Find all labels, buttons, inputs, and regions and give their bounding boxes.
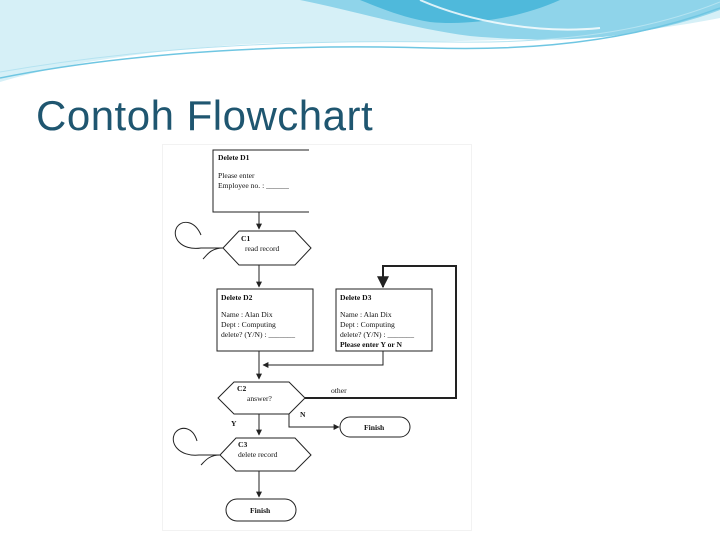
arrow-c2-n-to-finish <box>288 414 340 430</box>
screen-d3-line1: Name : Alan Dix <box>340 310 392 319</box>
wave-line-1 <box>0 7 720 79</box>
c3-loop-tail <box>200 454 221 466</box>
branch-y-label: Y <box>231 419 237 428</box>
process-c3-id: C3 <box>238 440 247 449</box>
c1-loop-tail <box>202 247 224 260</box>
decision-c2-label: answer? <box>247 394 273 403</box>
process-c1-node: C1 read record <box>222 230 312 266</box>
c3-loop-connector <box>172 427 220 456</box>
decision-c2-node: C2 answer? <box>217 381 306 415</box>
header-wave-decoration <box>0 0 720 82</box>
arrow-c2-other-to-d3 <box>305 265 457 399</box>
screen-d2-line1: Name : Alan Dix <box>221 310 273 319</box>
terminal-finish-end-node: Finish <box>225 498 297 522</box>
screen-d1-node: Delete D1 Please enter Employee no. : __… <box>212 149 309 213</box>
wave-line-2 <box>0 1 720 73</box>
slide-title: Contoh Flowchart <box>36 92 374 139</box>
process-c3-node: C3 delete record <box>219 437 312 472</box>
screen-d3-line3: delete? (Y/N) : _______ <box>340 330 414 339</box>
terminal-finish-n-label: Finish <box>364 423 385 432</box>
c1-loop-connector <box>174 221 223 249</box>
flowchart-figure: Delete D1 Please enter Employee no. : __… <box>163 145 471 530</box>
screen-d3-node: Delete D3 Name : Alan Dix Dept : Computi… <box>335 288 433 352</box>
screen-d2-title: Delete D2 <box>221 293 253 302</box>
screen-d3-title: Delete D3 <box>340 293 372 302</box>
screen-d2-line2: Dept : Computing <box>221 320 276 329</box>
branch-n-label: N <box>300 410 306 419</box>
screen-d1-line1: Please enter <box>218 171 255 180</box>
screen-d1-line2: Employee no. : ______ <box>218 181 289 190</box>
flowchart-diagram: Delete D1 Please enter Employee no. : __… <box>172 149 457 522</box>
wave-dark <box>360 0 560 24</box>
branch-other-label: other <box>331 386 347 395</box>
arrow-d3-to-c2 <box>262 351 384 368</box>
decision-c2-id: C2 <box>237 384 246 393</box>
screen-d3-line2: Dept : Computing <box>340 320 395 329</box>
terminal-finish-end-label: Finish <box>250 506 271 515</box>
screen-d2-line3: delete? (Y/N) : _______ <box>221 330 295 339</box>
process-c1-label: read record <box>245 244 280 253</box>
screen-d1-title: Delete D1 <box>218 153 250 162</box>
screen-d2-node: Delete D2 Name : Alan Dix Dept : Computi… <box>216 288 314 352</box>
screen-d3-line4: Please enter Y or N <box>340 340 403 349</box>
terminal-finish-n-node: Finish <box>339 416 411 438</box>
process-c3-label: delete record <box>238 450 278 459</box>
wave-line-3 <box>419 0 601 31</box>
process-c1-id: C1 <box>241 234 250 243</box>
